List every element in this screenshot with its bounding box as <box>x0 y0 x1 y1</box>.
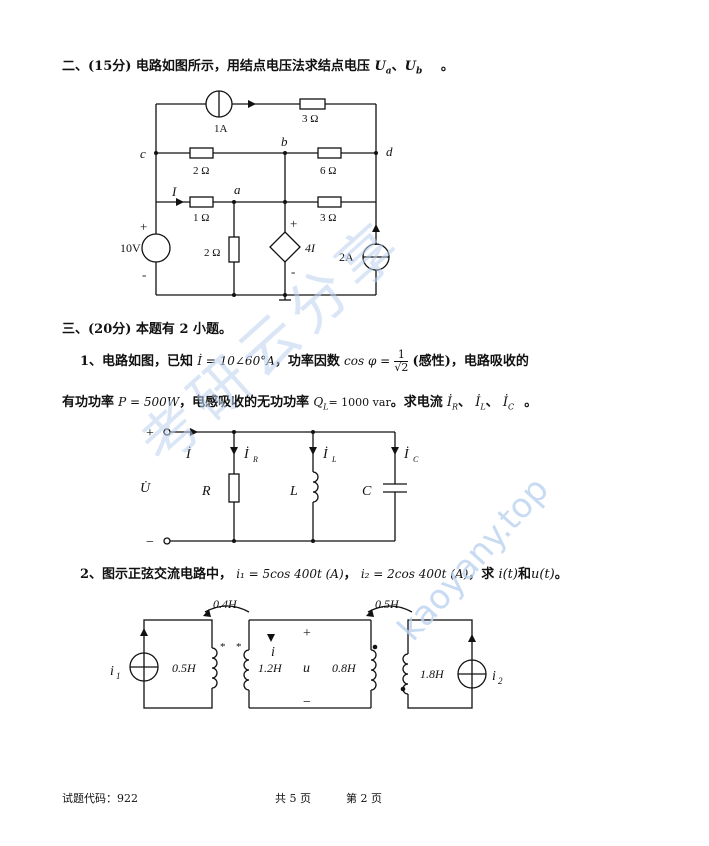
c3-l4: 1.8H <box>420 667 445 681</box>
q3-p1-l2-a: 有功功率 <box>62 395 115 410</box>
c2-c: C <box>362 484 372 499</box>
q3-p2-text-b: ，求 <box>468 567 495 582</box>
q3-p1-l2-sep1: 、 <box>458 395 472 410</box>
c3-star1: * <box>220 641 226 653</box>
c3-l2: 1.2H <box>258 661 283 675</box>
q3-p1-l2-il-sub: L <box>480 402 486 412</box>
node-c-label: c <box>140 146 146 161</box>
q2-var-ua: U <box>374 59 386 74</box>
q3-p1-l2-c: 。求电流 <box>390 395 443 410</box>
q3-p1-l2-p: P = 500W <box>118 395 180 409</box>
c2-u: U̇ <box>140 480 151 496</box>
current-i-label: I <box>171 184 177 199</box>
q3-p1-cos: cos φ = <box>344 354 391 368</box>
c3-i: i <box>271 645 275 660</box>
c3-minus: − <box>303 695 311 710</box>
c2-il-sub: L <box>331 455 337 464</box>
c2-ir-sub: R <box>252 455 258 464</box>
q3-p2-and: 和 <box>517 567 531 582</box>
q3-p2-ut: u(t) <box>530 567 555 582</box>
c3-u: u <box>303 661 310 676</box>
q3-p1-text-a: 1、电路如图，已知 <box>80 354 194 369</box>
node-b-label: b <box>281 134 288 149</box>
footer-code: 试题代码：922 <box>62 792 138 805</box>
q3-p1-l2-qval: = 1000 var <box>328 396 391 409</box>
c2-l: L <box>289 484 298 499</box>
q2-end: 。 <box>440 59 454 74</box>
dep-plus: + <box>290 216 297 231</box>
q3-p2-line: 2、图示正弦交流电路中， i₁ = 5cos 400t (A)， i₂ = 2c… <box>80 563 568 582</box>
watermark-url: kaoyany.top <box>390 469 557 649</box>
q2-var-ub: U <box>404 59 416 74</box>
c3-star2: * <box>236 641 242 653</box>
q3-p2-it: i(t) <box>498 567 518 582</box>
q3-p2-sep: ， <box>343 567 357 582</box>
q3-p2-text-a: 2、图示正弦交流电路中， <box>80 567 233 582</box>
q3-p1-l2-ic-sub: C <box>507 402 515 412</box>
q3-p1-l2-b: ，电感吸收的无功功率 <box>179 395 310 410</box>
c2-ic: İ <box>403 446 410 462</box>
c3-l1: 0.5H <box>172 661 197 675</box>
q2-sub-b: b <box>416 66 423 77</box>
footer-total: 共 5 页 <box>275 792 311 805</box>
c3-i2: i <box>492 669 496 684</box>
q3-p1-l2-ir-sub: R <box>452 402 459 412</box>
q3-p1-frac-num: 1 <box>394 349 409 362</box>
r-bd-label: 6 Ω <box>320 165 336 177</box>
q3-p2-end: 。 <box>554 567 568 582</box>
v-minus: - <box>142 267 146 282</box>
c3-m2: 0.5H <box>375 597 400 611</box>
c2-ic-sub: C <box>413 455 419 464</box>
r-1-label: 1 Ω <box>193 212 209 224</box>
c2-r: R <box>201 484 211 499</box>
q3-p1-l2-qsub: L <box>323 402 329 412</box>
q3-p1-l2-sep2: 、 <box>485 395 499 410</box>
v-plus: + <box>140 219 147 234</box>
q3-p1-fraction: 1 √2 <box>394 349 409 374</box>
q3-p1-text-c: (感性)，电路吸收的 <box>412 354 529 369</box>
q3-p1-l2-end: 。 <box>524 395 538 410</box>
c2-il: İ <box>322 446 329 462</box>
q3-heading: 三、(20分) 本题有 2 小题。 <box>62 322 233 337</box>
q3-p2-i1: i₁ = 5cos 400t (A) <box>236 567 344 581</box>
c3-l3: 0.8H <box>332 661 357 675</box>
footer-page: 第 2 页 <box>346 792 382 805</box>
q3-p1-line2: 有功功率 P = 500W，电感吸收的无功功率 QL= 1000 var。求电流… <box>62 391 537 412</box>
c2-ir: İ <box>243 446 250 462</box>
q3-p1-text-b: ，功率因数 <box>274 354 340 369</box>
q2-sub-a: a <box>385 66 392 77</box>
src-1a-label: 1A <box>214 123 228 135</box>
q3-p1-line1: 1、电路如图，已知 İ = 10∠60°A，功率因数 cos φ = 1 √2 … <box>80 349 529 374</box>
q3-p1-expr: İ = 10∠60°A <box>197 354 275 368</box>
q3-p1-l2-ic: İ <box>502 395 508 410</box>
q3-p1-l2-ir: İ <box>446 395 453 410</box>
q3-p1-l2-il: İ <box>475 395 481 410</box>
q2-heading-text: 二、(15分) 电路如图所示，用结点电压法求结点电压 <box>62 59 370 74</box>
c3-i1-sub: 1 <box>116 671 121 681</box>
q3-p1-l2-q: Q <box>313 395 324 409</box>
c3-i2-sub: 2 <box>498 676 503 686</box>
q3-p1-frac-den: √2 <box>394 361 409 374</box>
v-source-label: 10V <box>120 241 141 255</box>
node-a-label: a <box>234 182 241 197</box>
r-cb-label: 2 Ω <box>193 165 209 177</box>
r-top-label: 3 Ω <box>302 113 318 125</box>
c3-m1: 0.4H <box>213 597 238 611</box>
c3-i1: i <box>110 664 114 679</box>
node-d-label: d <box>386 144 393 159</box>
q2-sep: 、 <box>391 59 405 74</box>
q2-heading: 二、(15分) 电路如图所示，用结点电压法求结点电压 Ua、Ub 。 <box>62 55 454 77</box>
watermark-cn: 考研云分享 <box>126 206 418 479</box>
q3-p2-i2: i₂ = 2cos 400t (A) <box>360 567 469 581</box>
r-a-down-label: 2 Ω <box>204 247 220 259</box>
c2-minus: − <box>146 535 154 550</box>
c3-plus: + <box>303 626 311 641</box>
